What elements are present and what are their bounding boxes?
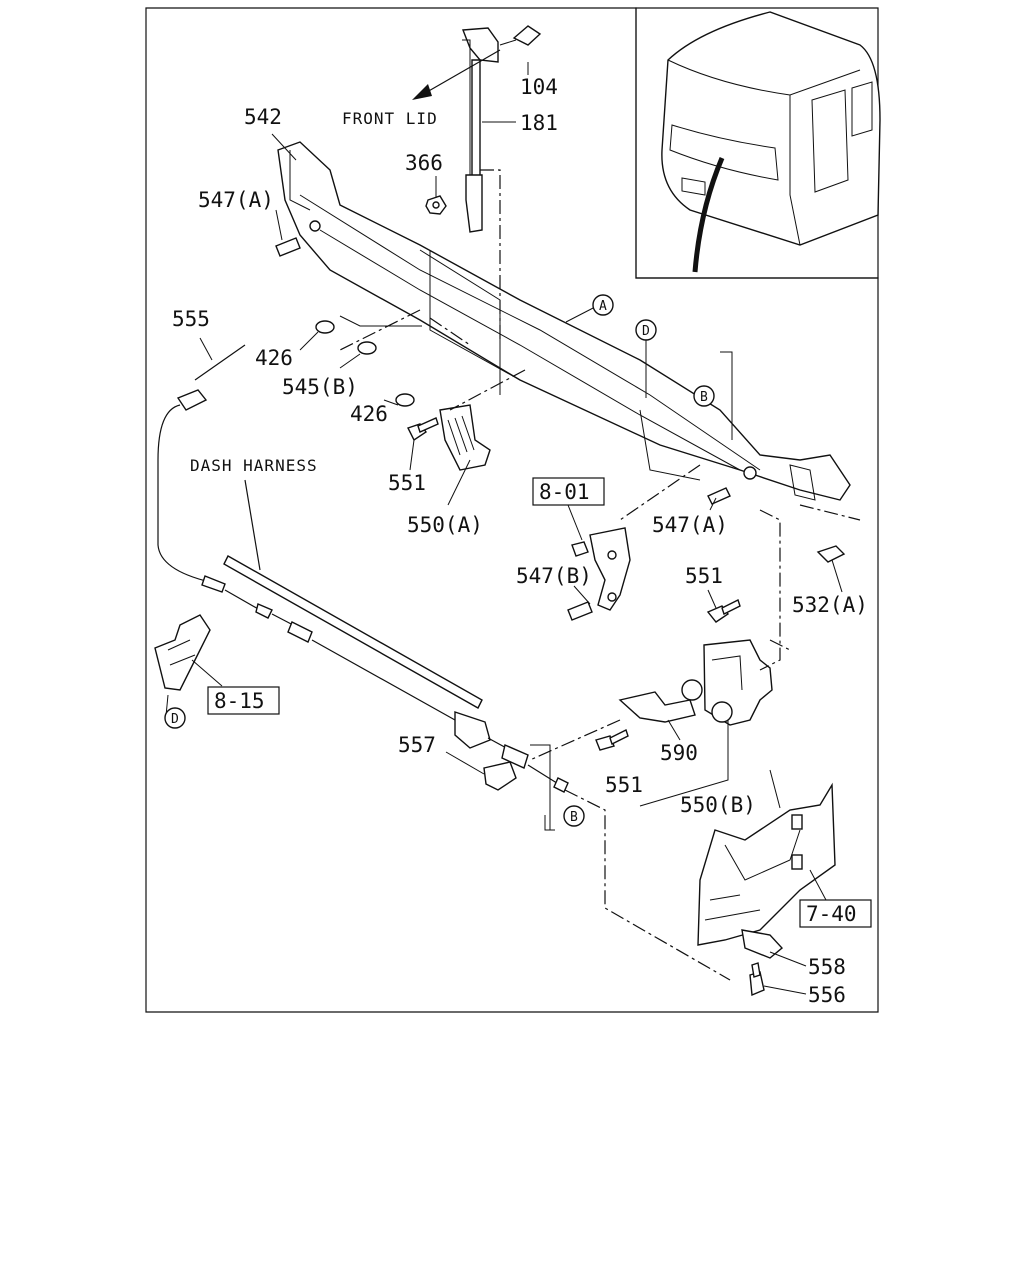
label-556: 556 xyxy=(808,983,846,1007)
svg-text:A: A xyxy=(599,299,607,314)
label-7-40: 7-40 xyxy=(806,902,857,926)
lever-590 xyxy=(618,691,696,723)
label-8-15: 8-15 xyxy=(214,689,265,713)
label-front-lid: FRONT LID xyxy=(342,109,438,128)
label-551-mid: 551 xyxy=(685,564,723,588)
label-551-low: 551 xyxy=(605,773,643,797)
plug-545b xyxy=(357,341,377,355)
nut-366 xyxy=(425,195,447,215)
bracket-8-01 xyxy=(589,527,631,611)
label-551-left: 551 xyxy=(388,471,426,495)
front-lid-arrow xyxy=(412,49,501,100)
svg-text:B: B xyxy=(570,810,578,825)
plug-426-upper xyxy=(315,320,335,334)
marker-b-upper: B xyxy=(693,385,715,407)
bolt-551-left xyxy=(407,417,439,442)
label-426-upper: 426 xyxy=(255,346,293,370)
guide-lines xyxy=(339,169,861,981)
bolt-532a xyxy=(816,545,846,563)
label-104: 104 xyxy=(520,75,558,99)
bolt-104 xyxy=(499,25,542,46)
panel-7-40 xyxy=(697,782,836,946)
plug-426-lower xyxy=(395,393,415,407)
label-547b: 547(B) xyxy=(516,564,592,588)
bolt-547b xyxy=(567,601,593,621)
label-542: 542 xyxy=(244,105,282,129)
bolt-551-mid xyxy=(706,599,741,623)
bolt-547a-right xyxy=(707,487,731,505)
marker-b-lower: B xyxy=(563,805,585,827)
bolt-556 xyxy=(749,962,765,997)
label-547a-right: 547(A) xyxy=(652,513,728,537)
marker-d-lower: D xyxy=(164,707,186,729)
label-426-lower: 426 xyxy=(350,402,388,426)
label-181: 181 xyxy=(520,111,558,135)
inset-frame xyxy=(635,7,879,279)
svg-text:D: D xyxy=(171,712,179,727)
bolt-551-low xyxy=(595,729,629,751)
bolt-547a-left xyxy=(275,237,301,257)
clip-8-15 xyxy=(154,614,211,691)
label-8-01: 8-01 xyxy=(539,480,590,504)
cable-555 xyxy=(157,344,569,793)
bracket-550a xyxy=(439,404,491,471)
gas-strut-181 xyxy=(462,27,499,233)
label-557: 557 xyxy=(398,733,436,757)
bracket-550b xyxy=(681,639,773,726)
svg-text:D: D xyxy=(642,324,650,339)
label-555: 555 xyxy=(172,307,210,331)
ref-box-8-01 xyxy=(532,477,605,506)
leader-lines xyxy=(165,62,843,995)
label-547a-top: 547(A) xyxy=(198,188,274,212)
label-590: 590 xyxy=(660,741,698,765)
label-532a: 532(A) xyxy=(792,593,868,617)
label-550b: 550(B) xyxy=(680,793,756,817)
label-366: 366 xyxy=(405,151,443,175)
label-dash-harness: DASH HARNESS xyxy=(190,456,318,475)
dash-harness-bar xyxy=(223,555,483,709)
label-545b: 545(B) xyxy=(282,375,358,399)
marker-d-upper: D xyxy=(635,319,657,341)
ref-box-7-40 xyxy=(799,899,872,928)
label-558: 558 xyxy=(808,955,846,979)
cross-beam-542 xyxy=(277,141,851,501)
connector-557 xyxy=(483,761,517,791)
cab-inset-illustration xyxy=(661,11,881,273)
label-550a: 550(A) xyxy=(407,513,483,537)
marker-a: A xyxy=(592,294,614,316)
ref-box-8-15 xyxy=(207,686,280,715)
clip-558 xyxy=(741,929,784,959)
nut-8-01 xyxy=(571,541,589,557)
svg-text:B: B xyxy=(700,390,708,405)
